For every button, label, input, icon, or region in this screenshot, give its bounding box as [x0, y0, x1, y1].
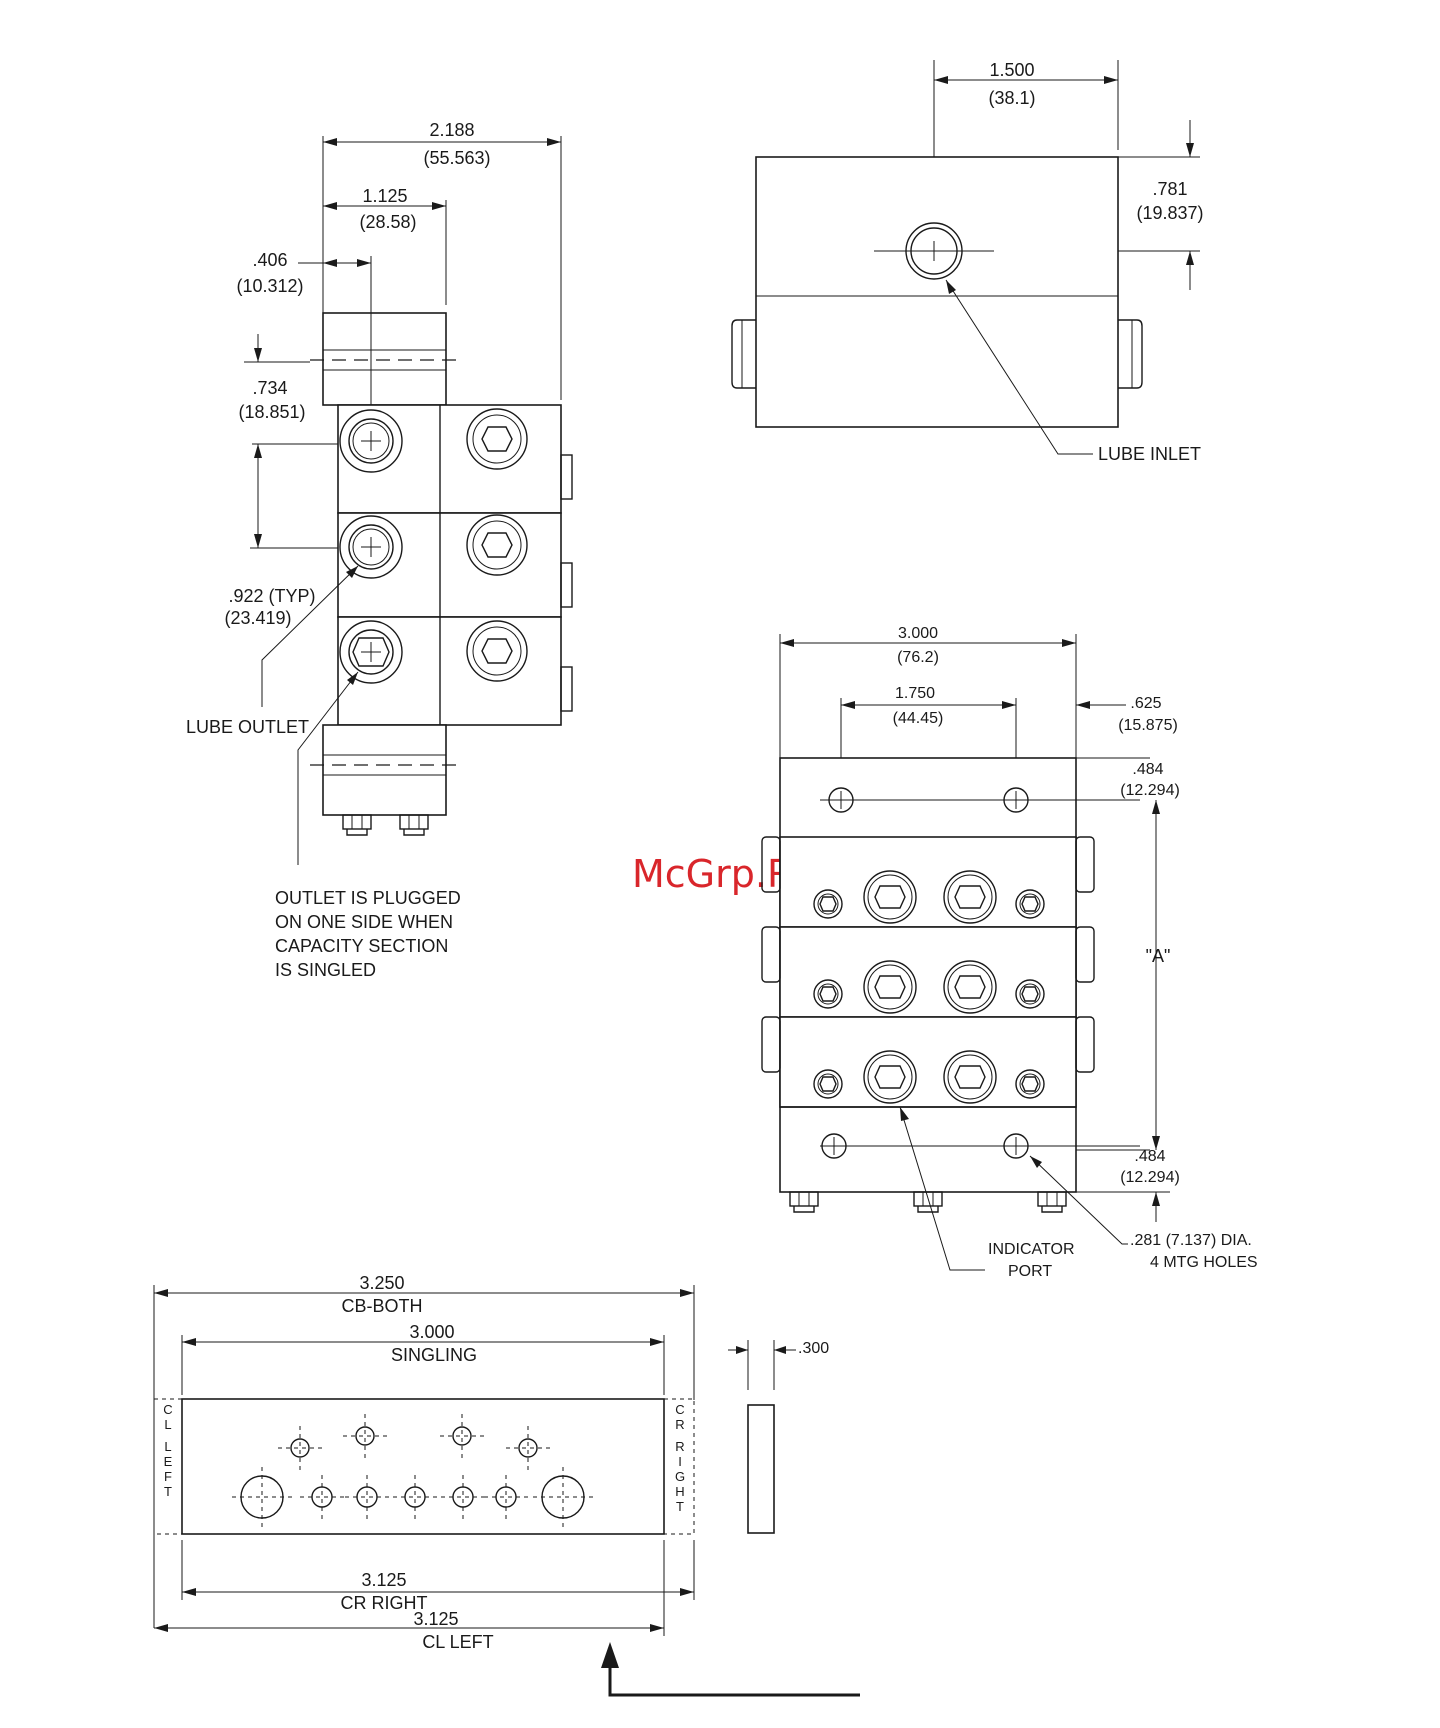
top-dim-height-mm: (19.837)	[1136, 203, 1203, 223]
hole-spec-line-2: 4 MTG HOLES	[1150, 1254, 1258, 1271]
top-dim-width: 1.500	[989, 60, 1034, 80]
side-dim-overall: 2.188	[429, 120, 474, 140]
note-line-2: ON ONE SIDE WHEN	[275, 912, 453, 932]
note-line-4: IS SINGLED	[275, 960, 376, 980]
front-dim-edge: .625	[1130, 695, 1161, 712]
front-dim-overall-mm: (76.2)	[897, 649, 939, 666]
plate-label-cr: CR RIGHT	[341, 1593, 428, 1613]
side-dim-vert-mm: (18.851)	[238, 402, 305, 422]
side-view: 2.188 (55.563) 1.125 (28.58) .406 (10.31…	[186, 120, 573, 980]
side-dim-pitch: .922 (TYP)	[228, 586, 315, 606]
side-dim-overall-mm: (55.563)	[423, 148, 490, 168]
plate-hole	[343, 1414, 387, 1458]
plate-hole	[484, 1475, 528, 1519]
plate-label-singling: SINGLING	[391, 1345, 477, 1365]
front-view: McGrp.Ru 3.000 (76.2) 1.750 (44.45) .625…	[632, 625, 1258, 1280]
plate-dim-both: 3.250	[359, 1273, 404, 1293]
plate-label-cl: CL LEFT	[422, 1632, 493, 1652]
plate-hole	[441, 1475, 485, 1519]
side-dim-small: .406	[252, 250, 287, 270]
front-dim-overall: 3.000	[898, 625, 938, 642]
plate-dim-singling: 3.000	[409, 1322, 454, 1342]
plate-hole	[278, 1426, 322, 1470]
top-dim-width-mm: (38.1)	[988, 88, 1035, 108]
front-dim-a: "A"	[1146, 946, 1171, 966]
front-dim-top-mm: (12.294)	[1120, 782, 1180, 799]
side-dim-mid: 1.125	[362, 186, 407, 206]
top-view: 1.500 (38.1) .781 (19.837) LUBE INLET	[731, 60, 1204, 464]
front-dim-holes: 1.750	[895, 685, 935, 702]
plate-hole	[506, 1426, 550, 1470]
side-dim-pitch-mm: (23.419)	[224, 608, 291, 628]
top-dim-height: .781	[1152, 179, 1187, 199]
plate-dim-cr: 3.125	[361, 1570, 406, 1590]
front-dim-bottom: .484	[1134, 1148, 1165, 1165]
note-line-3: CAPACITY SECTION	[275, 936, 448, 956]
plate-hole	[300, 1475, 344, 1519]
front-dim-top: .484	[1132, 761, 1163, 778]
plate-dim-cl: 3.125	[413, 1609, 458, 1629]
label-lube-outlet: LUBE OUTLET	[186, 717, 309, 737]
label-lube-inlet: LUBE INLET	[1098, 444, 1201, 464]
front-dim-holes-mm: (44.45)	[893, 710, 944, 727]
plate-dim-thickness: .300	[798, 1340, 829, 1357]
label-indicator-2: PORT	[1008, 1263, 1052, 1280]
hole-spec-line-1: .281 (7.137) DIA.	[1130, 1232, 1252, 1249]
side-dim-small-mm: (10.312)	[236, 276, 303, 296]
front-dim-edge-mm: (15.875)	[1118, 717, 1178, 734]
plate-hole	[393, 1475, 437, 1519]
front-dim-bottom-mm: (12.294)	[1120, 1169, 1180, 1186]
side-dim-vert: .734	[252, 378, 287, 398]
plate-hole	[345, 1475, 389, 1519]
plate-large-hole	[232, 1467, 292, 1527]
side-dim-mid-mm: (28.58)	[359, 212, 416, 232]
note-line-1: OUTLET IS PLUGGED	[275, 888, 461, 908]
plate-hole	[440, 1414, 484, 1458]
plate-label-both: CB-BOTH	[342, 1296, 423, 1316]
plate-large-hole	[533, 1467, 593, 1527]
label-indicator-1: INDICATOR	[988, 1241, 1075, 1258]
